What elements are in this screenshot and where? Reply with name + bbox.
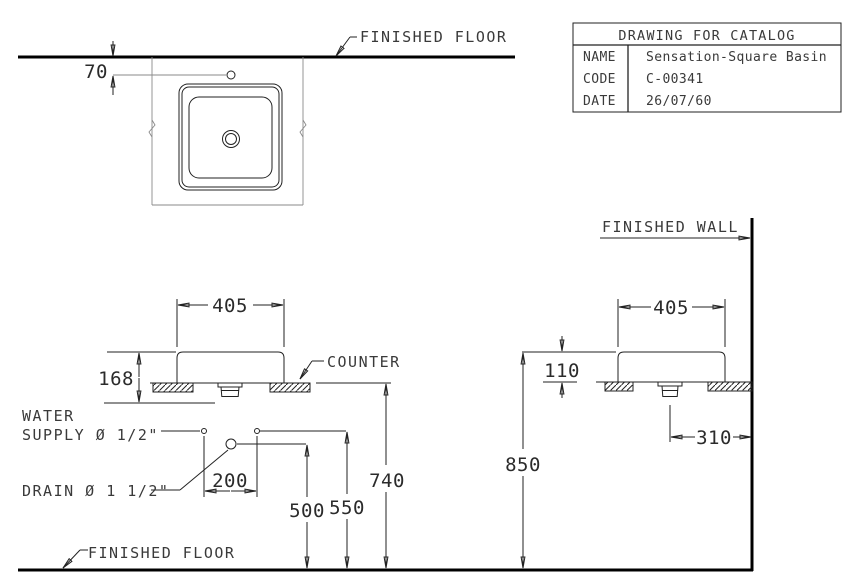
dim-supply-spacing: 200	[212, 470, 248, 492]
dim-basin-width-side: 405	[653, 297, 689, 319]
faucet-hole	[226, 70, 236, 80]
water-supply-label-line2: SUPPLY Ø 1/2"	[22, 426, 159, 444]
finished-floor-bottom-leader	[62, 549, 81, 569]
dim-basin-total-height: 168	[98, 368, 134, 390]
title-block-row-value: Sensation-Square Basin	[646, 50, 827, 65]
water-supply-label-line1: WATER	[22, 407, 75, 425]
dim-rim-height: 850	[505, 454, 541, 476]
drain-hole-outer	[222, 130, 240, 148]
title-block-title: DRAWING FOR CATALOG	[618, 28, 795, 44]
dim-drain-height: 500	[289, 500, 325, 522]
basin-bowl-plan	[188, 96, 273, 179]
finished-floor-bottom-label: FINISHED FLOOR	[88, 544, 235, 562]
plan-view	[18, 36, 515, 206]
dim-drain-to-wall: 310	[696, 427, 732, 449]
title-block-row-label: DATE	[583, 94, 616, 109]
front-elevation	[18, 299, 753, 572]
drain-fitting-side	[657, 381, 683, 397]
finished-wall-label: FINISHED WALL	[602, 218, 739, 236]
break-mark-left	[148, 119, 156, 138]
drain-point-front	[225, 438, 237, 450]
title-block-row-label: NAME	[583, 50, 616, 65]
title-block	[572, 22, 842, 113]
basin-outline-side	[617, 351, 726, 382]
counter-leader	[299, 360, 313, 380]
finished-floor-leader	[335, 36, 351, 57]
water-supply-hole-left	[201, 428, 207, 434]
drain-label: DRAIN Ø 1 1/2"	[22, 482, 169, 500]
title-block-row-value: C-00341	[646, 72, 704, 87]
drain-fitting-front	[217, 382, 243, 397]
dim-faucet-offset: 70	[84, 61, 108, 83]
dim-supply-height: 550	[329, 497, 365, 519]
water-supply-hole-right	[254, 428, 260, 434]
title-block-row-label: CODE	[583, 72, 616, 87]
basin-outline-front	[176, 351, 285, 383]
dim-basin-width-front: 405	[212, 295, 248, 317]
title-block-row-value: 26/07/60	[646, 94, 712, 109]
dim-rim-above-counter: 110	[544, 360, 580, 382]
side-elevation	[520, 218, 754, 571]
dim-counter-height: 740	[369, 470, 405, 492]
finished-floor-top-label: FINISHED FLOOR	[360, 28, 507, 46]
drain-hole-inner	[225, 133, 237, 145]
basin-outline-plan	[178, 83, 283, 191]
break-mark-right	[299, 119, 307, 138]
counter-label: COUNTER	[327, 353, 401, 371]
